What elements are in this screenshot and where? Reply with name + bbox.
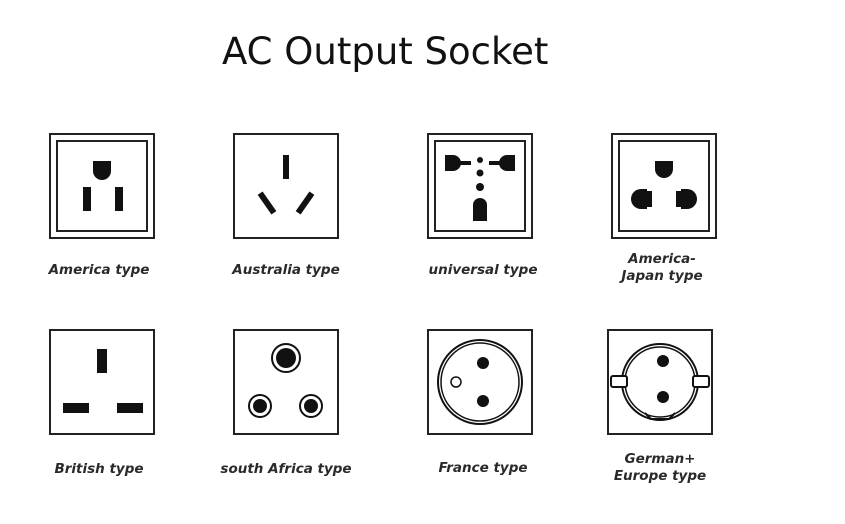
socket-label-france: France type [438, 460, 528, 476]
socket-label-british: British type [54, 461, 144, 477]
australia-socket-icon [233, 133, 339, 239]
british-socket-icon [49, 329, 155, 435]
socket-label-line: Europe type [613, 468, 707, 484]
south-africa-socket-icon [233, 329, 339, 435]
america-socket-icon [49, 133, 155, 239]
socket-label-line: German+ [624, 451, 696, 467]
german-europe-socket-icon [607, 329, 713, 435]
france-socket-icon [427, 329, 533, 435]
socket-label-universal: universal type [428, 262, 538, 278]
socket-label-south-africa: south Africa type [220, 461, 352, 477]
socket-label-line: Japan type [621, 268, 703, 284]
america-japan-socket-icon [611, 133, 717, 239]
page-title: AC Output Socket [222, 30, 549, 73]
socket-label-german-europe: German+ Europe type [585, 451, 735, 485]
universal-socket-icon [427, 133, 533, 239]
socket-label-america-japan: America- Japan type [587, 251, 737, 285]
socket-label-america: America type [48, 262, 150, 278]
socket-label-line: America- [628, 251, 696, 267]
socket-label-australia: Australia type [232, 262, 340, 278]
